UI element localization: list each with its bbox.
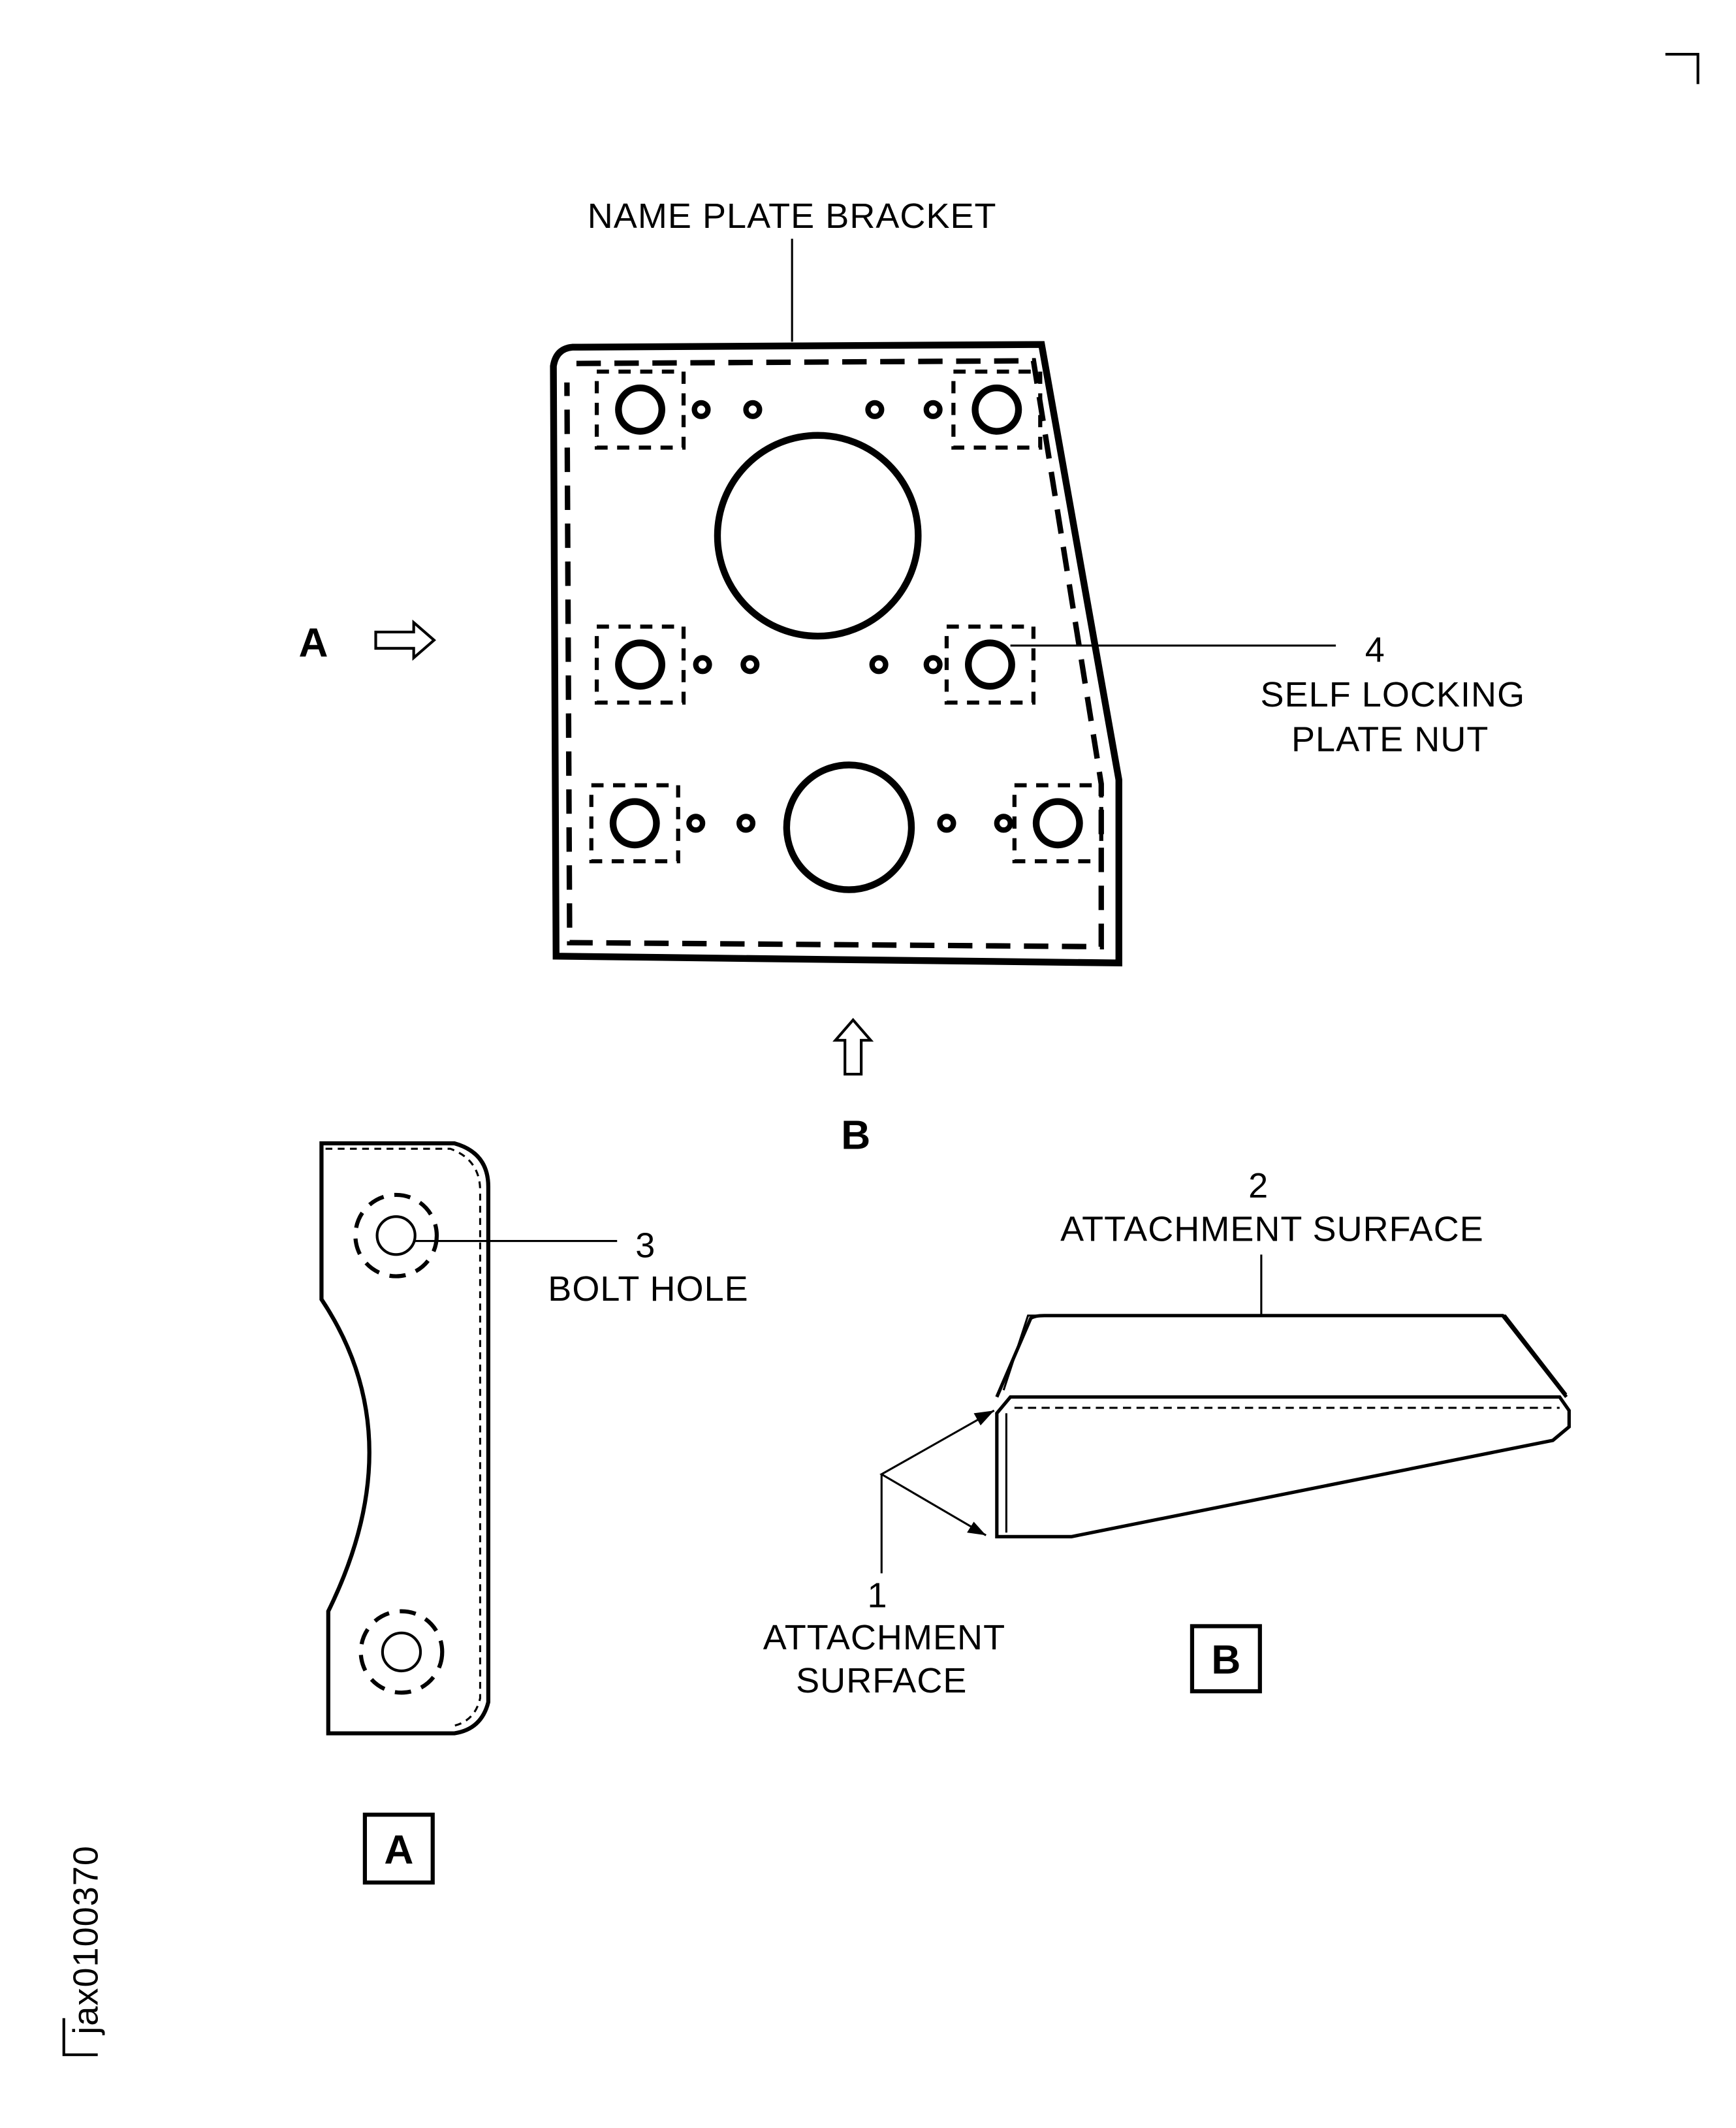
item3-label: BOLT HOLE xyxy=(548,1269,748,1309)
figure-id-label: jax0100370 xyxy=(67,1845,106,2036)
view-b-arrow-label: B xyxy=(841,1113,870,1158)
plate-nut-hole xyxy=(615,639,665,690)
plate-nut-outline xyxy=(1012,783,1103,864)
rivet-hole xyxy=(923,400,943,419)
view-b-drawing: 2 ATTACHMENT SURFACE 1 ATTACHMENT SURFAC… xyxy=(763,1166,1571,1700)
item2-label: ATTACHMENT SURFACE xyxy=(1060,1210,1484,1249)
plate-nut-outline xyxy=(944,624,1036,705)
plate-nuts xyxy=(589,370,1103,864)
plate-nut-hole xyxy=(609,798,660,849)
rivet-hole xyxy=(923,655,943,675)
rivet-hole xyxy=(693,655,712,675)
plate-nut-hole xyxy=(1032,798,1083,849)
plate-nut-hole xyxy=(965,639,1015,690)
rivet-hole xyxy=(736,814,756,833)
item3-number: 3 xyxy=(635,1226,655,1265)
item4-label-line1: SELF LOCKING xyxy=(1261,675,1526,714)
rivet-hole xyxy=(937,814,956,833)
view-a-arrow-label: A xyxy=(298,620,328,665)
rivet-hole xyxy=(691,400,711,419)
item1-number: 1 xyxy=(868,1576,888,1615)
plate-nut-outline xyxy=(594,624,686,705)
plate-nut-outline xyxy=(951,370,1043,450)
plate-nut-hole xyxy=(615,384,665,435)
rivet-hole xyxy=(743,400,763,419)
view-a-box-label: A xyxy=(384,1828,413,1873)
corner-mark-top-right xyxy=(1665,53,1699,84)
figure-id: jax0100370 xyxy=(62,1845,106,2056)
rivet-hole xyxy=(740,655,760,675)
view-a-drawing: 3 BOLT HOLE A xyxy=(319,1141,748,1885)
item2-number: 2 xyxy=(1248,1166,1269,1205)
view-a-arrow: A xyxy=(298,619,436,665)
rivet-hole xyxy=(994,814,1013,833)
name-plate-bracket: NAME PLATE BRACKET xyxy=(550,197,1122,967)
view-b-box-label: B xyxy=(1211,1638,1240,1683)
plate-nut-outline xyxy=(594,370,686,450)
item4-label-line2: PLATE NUT xyxy=(1291,720,1489,759)
rivet-hole xyxy=(865,400,885,419)
rivet-hole xyxy=(869,655,889,675)
item1-label-line1: ATTACHMENT xyxy=(763,1618,1005,1657)
plate-nut-hole xyxy=(971,384,1022,435)
plate-nut-outline xyxy=(589,783,680,864)
item4-number: 4 xyxy=(1365,631,1385,670)
item1-label-line2: SURFACE xyxy=(796,1661,967,1700)
rivet-hole xyxy=(686,814,706,833)
view-b-arrow: B xyxy=(832,1017,874,1158)
label-name-plate-bracket: NAME PLATE BRACKET xyxy=(588,197,997,236)
